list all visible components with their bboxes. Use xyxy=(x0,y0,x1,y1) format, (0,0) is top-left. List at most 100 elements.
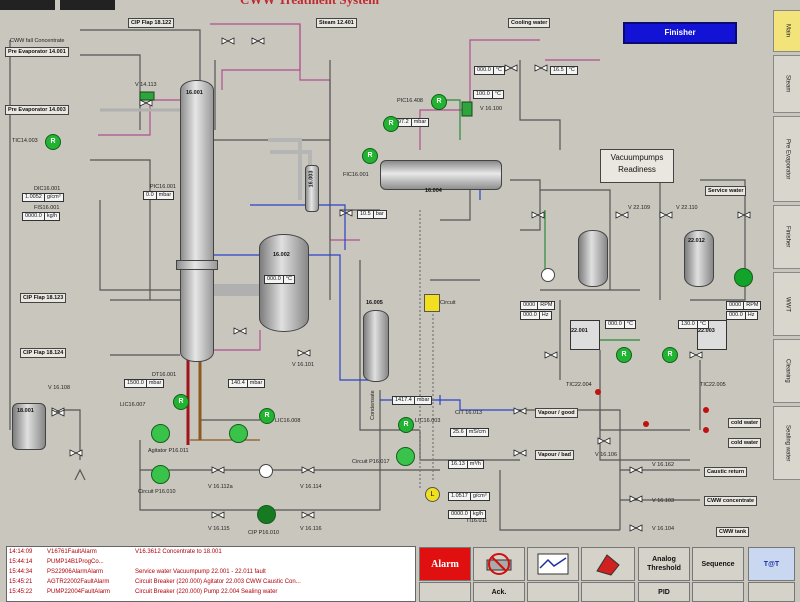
tab-wwt[interactable]: WWT xyxy=(773,272,800,336)
cww-tank[interactable]: CWW tank xyxy=(716,527,750,537)
cold-water-1[interactable]: cold water xyxy=(728,418,762,428)
r-indicator-pic[interactable]: R xyxy=(431,94,447,110)
valve-cold-1[interactable] xyxy=(689,351,703,359)
tab-cleaning[interactable]: Cleaning xyxy=(773,339,800,403)
cip-flap-18123[interactable]: CIP Flap 18.123 xyxy=(20,293,67,303)
mute-horn-button[interactable] xyxy=(473,547,525,581)
pump-white-16[interactable] xyxy=(259,464,273,478)
valve-v16106[interactable] xyxy=(597,437,611,445)
motor-agitator[interactable] xyxy=(151,424,170,443)
tab-finisher[interactable]: Finisher xyxy=(773,205,800,269)
service-water[interactable]: Service water xyxy=(705,186,747,196)
valve-cw-1[interactable] xyxy=(504,64,518,72)
cip-flap-18124[interactable]: CIP Flap 18.124 xyxy=(20,348,67,358)
vapour-good[interactable]: Vapour / good xyxy=(535,408,578,418)
pump-green-valve[interactable] xyxy=(461,101,473,117)
cww-concentrate[interactable]: CWW concentrate xyxy=(704,496,758,506)
tank-22012[interactable] xyxy=(684,230,714,287)
alarm-button[interactable]: Alarm xyxy=(419,547,471,581)
caustic-return[interactable]: Caustic return xyxy=(704,467,748,477)
tab-pre-evaporator-label: Pre Evaporator xyxy=(784,138,791,180)
column-16001[interactable] xyxy=(180,80,214,362)
level-indicator-l[interactable]: L xyxy=(425,487,440,502)
r-indicator-lic3[interactable]: R xyxy=(398,417,414,433)
valve-cw-2[interactable] xyxy=(534,64,548,72)
trend-button[interactable] xyxy=(527,547,579,581)
valve-service-left[interactable] xyxy=(531,211,545,219)
print-button[interactable] xyxy=(419,582,471,602)
valve-v16103[interactable] xyxy=(629,495,643,503)
r-indicator-lic2[interactable]: R xyxy=(259,408,275,424)
valve-v22109[interactable] xyxy=(615,211,629,219)
valve-v14113[interactable] xyxy=(139,99,153,107)
valve-18001[interactable] xyxy=(51,409,65,417)
vacuum-readiness-box[interactable]: Vacuumpumps Readiness xyxy=(600,149,674,183)
motor-circuit[interactable] xyxy=(151,465,170,484)
tab-pre-evaporator[interactable]: Pre Evaporator xyxy=(773,116,800,202)
sequence-button[interactable]: Sequence xyxy=(692,547,744,581)
vacuum-pump-22001[interactable] xyxy=(570,320,600,350)
tank-18001[interactable] xyxy=(12,403,46,450)
pre-evaporator-14001[interactable]: Pre Evaporator 14.001 xyxy=(5,47,69,57)
motor-cip[interactable] xyxy=(257,505,276,524)
valve-v16104[interactable] xyxy=(629,524,643,532)
table-button[interactable] xyxy=(527,582,579,602)
overview-button[interactable] xyxy=(581,547,635,581)
v14113-actuator[interactable] xyxy=(139,91,155,101)
valve-v16114[interactable] xyxy=(301,466,315,474)
exchanger-16004[interactable] xyxy=(380,160,502,190)
extra-button[interactable] xyxy=(748,582,795,602)
motor-p16[interactable] xyxy=(229,424,248,443)
valve-ti[interactable] xyxy=(339,209,353,217)
pid-button[interactable]: PID xyxy=(638,582,690,602)
valve-pre-steam[interactable] xyxy=(221,37,265,45)
r-indicator-tic14[interactable]: R xyxy=(45,134,61,150)
motor-16017[interactable] xyxy=(396,447,415,466)
rpm-left-num: 0000 xyxy=(523,302,536,308)
valve-service-right[interactable] xyxy=(737,211,751,219)
tank-22002[interactable] xyxy=(578,230,608,287)
r-indicator-22b[interactable]: R xyxy=(662,347,678,363)
valve-cold-2[interactable] xyxy=(544,351,558,359)
valve-v16115[interactable] xyxy=(211,511,225,519)
valve-vapour-bad[interactable] xyxy=(513,449,527,457)
tank-16005[interactable] xyxy=(363,310,389,382)
valve-pump-18[interactable] xyxy=(69,449,83,457)
finisher-button[interactable]: Finisher xyxy=(623,22,737,44)
ack-button[interactable]: Ack. xyxy=(473,582,525,602)
valve-v16112a[interactable] xyxy=(211,466,225,474)
r-indicator-pi[interactable]: R xyxy=(383,116,399,132)
heater-16003[interactable] xyxy=(305,165,319,212)
valve-vapour-good[interactable] xyxy=(513,407,527,415)
r-indicator-fic[interactable]: R xyxy=(362,148,378,164)
pump-white-22[interactable] xyxy=(541,268,555,282)
help-button[interactable] xyxy=(581,582,635,602)
tst-button[interactable]: T@T xyxy=(748,547,795,581)
valve-cond-1[interactable] xyxy=(233,327,247,335)
r-indicator-lic1[interactable]: R xyxy=(173,394,189,410)
steam-12401[interactable]: Steam 12.401 xyxy=(316,18,357,28)
tab-sealing-water[interactable]: Sealing water xyxy=(773,406,800,480)
pre-evaporator-14003[interactable]: Pre Evaporator 14.003 xyxy=(5,105,69,115)
valve-v16162[interactable] xyxy=(629,466,643,474)
analog-threshold-button[interactable]: Analog Threshold xyxy=(638,547,690,581)
settings-button[interactable] xyxy=(692,582,744,602)
tab-steam[interactable]: Steam xyxy=(773,55,800,113)
motor-22003[interactable] xyxy=(734,268,753,287)
cooling-water[interactable]: Cooling water xyxy=(508,18,551,28)
valve-v22110[interactable] xyxy=(659,211,673,219)
valve-v16101[interactable] xyxy=(297,349,311,357)
cip-flap-18122[interactable]: CIP Flap 18.122 xyxy=(128,18,175,28)
r-indicator-22[interactable]: R xyxy=(616,347,632,363)
tab-main[interactable]: Main xyxy=(773,10,800,52)
valve-v16116[interactable] xyxy=(301,511,315,519)
vapour-bad[interactable]: Vapour / bad xyxy=(535,450,575,460)
cold-water-2[interactable]: cold water xyxy=(728,438,762,448)
circuit-indicator[interactable] xyxy=(424,294,440,312)
